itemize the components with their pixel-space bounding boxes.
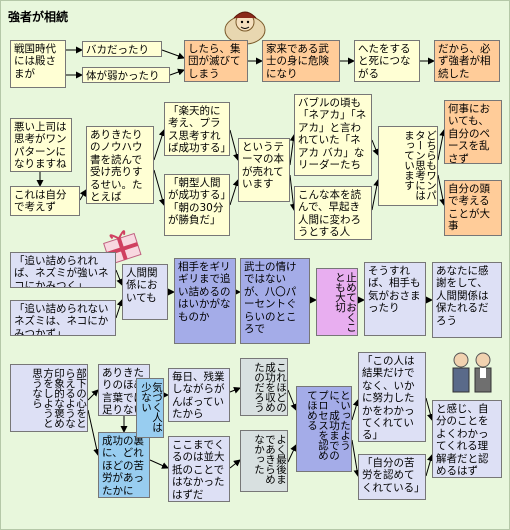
flow-arrow xyxy=(371,139,380,156)
r2-bubble-era: バブルの頃も「ネアカ」「ネアカ」と言われていた「ネアカ バカ」なリーダーたち xyxy=(294,94,372,176)
r3-eighty-percent: 武士の情けではないが、八〇パーセントぐらいのところで xyxy=(240,258,310,344)
r2-not-thinking: これは自分で考えず xyxy=(10,186,80,216)
r4-knows-effort: 「この人は結果だけでなく、いかに努力したかをわかってくれている」 xyxy=(358,352,426,442)
r4-impressive-praise: 部下の心をとらえるような印象的な褒め方をしようと思うなら xyxy=(10,364,88,432)
r2-bad-boss: 悪い上司は思考がワンパターンになりますね xyxy=(10,118,72,172)
flow-arrow xyxy=(425,454,434,477)
flow-arrow xyxy=(79,189,87,201)
flow-arrow xyxy=(115,269,124,286)
r4-recognizes-hardship: 「自分の苦労を認めてくれている」 xyxy=(358,454,426,500)
flow-arrow xyxy=(229,459,241,469)
flow-arrow xyxy=(351,439,361,477)
flow-arrow xyxy=(229,179,240,206)
flow-arrow xyxy=(169,68,185,76)
r3-dont-corner: 相手をギリギリまで追い詰めるのはいかがなものか xyxy=(174,258,236,344)
r4-understanding: と感じ、自分のことをよくわかってくれる理解者だと認めるはず xyxy=(432,400,502,478)
r3-gratitude: あなたに感謝をして、人間関係は保たれるだろう xyxy=(432,262,502,338)
samurai-figure xyxy=(224,11,266,45)
flow-arrow xyxy=(229,386,241,394)
flow-arrow xyxy=(161,49,185,60)
r3-relationships: 人間関係においても xyxy=(122,264,168,320)
r4-never-gave-up: よく最後まであきらめなかった xyxy=(240,430,288,492)
r2-early-risers: こんな本を読んで、早起き人間に変わろうとする人 xyxy=(294,186,372,240)
r1-strong-inherit: だから、必ず強者が相続した xyxy=(434,40,500,82)
flow-arrow xyxy=(371,179,381,211)
r1-group-perishes: したら、集団が滅びてしまう xyxy=(184,40,248,82)
r2-both-pattern: どちらもワンパターン思考にはまっています xyxy=(378,126,438,206)
r3-uncornered-mouse: 「追い詰められないネズミは、ネコにかみつかず」 xyxy=(10,300,116,336)
flow-arrow xyxy=(351,399,360,421)
r4-overtime: 毎日、残業しながらがんばっていたから xyxy=(168,368,230,422)
r2-theme-books: というテーマの本が売れています xyxy=(238,138,290,202)
flow-arrow xyxy=(229,129,240,161)
r3-calm-down: そうすれば、相手も気がおさまったり xyxy=(364,262,426,336)
r1-weak: 体が弱かったり xyxy=(82,67,170,83)
flow-arrow xyxy=(437,174,447,206)
r2-own-head: 自分の頭で考えることが大事 xyxy=(444,180,502,236)
r4-such-success: これほどの成功を収めたのだろう xyxy=(240,358,288,416)
r2-morning-type: 「朝型人間が成功する」「朝の30分が勝負だ」 xyxy=(164,174,230,236)
r4-hardships: 成功の裏に、どれほどの苦労があったかに xyxy=(98,432,150,498)
flow-arrow xyxy=(115,299,124,319)
r1-danger: 家来である武士の身に危険になり xyxy=(262,40,340,82)
flow-arrow xyxy=(149,459,169,469)
flow-arrow xyxy=(289,174,297,211)
flow-arrow xyxy=(87,389,99,401)
r1-sengoku-lords: 戦国時代には殿さまが xyxy=(10,40,66,88)
flow-arrow xyxy=(153,129,166,161)
flow-arrow xyxy=(425,397,434,421)
flow-arrow xyxy=(87,409,101,456)
flow-arrow xyxy=(287,389,298,411)
diagram-title: 強者が相続 xyxy=(8,10,69,24)
r3-cornered-mouse: 「追い詰められれば、ネズミが強いネコにかみつく」 xyxy=(10,252,116,288)
r4-few-notice: 気づく人は少ない xyxy=(136,378,164,438)
flow-arrow xyxy=(437,129,447,161)
r2-howto-books: ありきたりのノウハウ書を読んで受け売りするせい。たとえば xyxy=(86,126,154,204)
r4-not-ordinary: ここまでくるのは並大抵のことではなかったはずだ xyxy=(168,436,230,502)
r4-process-praise: といったように、成功までのプロセスを認めてほめる xyxy=(296,386,352,472)
flow-arrow xyxy=(287,444,297,463)
r3-stop: 止めておくことも大切 xyxy=(316,268,358,336)
flow-arrow xyxy=(153,169,166,206)
flow-arrow xyxy=(289,134,297,166)
r1-fools: バカだったり xyxy=(82,41,162,57)
r1-death: へたをすると死につながる xyxy=(354,40,420,82)
businessmen-figures xyxy=(452,352,492,393)
r2-own-pace: 何事においても、自分のペースを乱さず xyxy=(444,100,502,164)
r2-optimistic: 「楽天的に考え、プラス思考すれば成功する」 xyxy=(164,102,230,156)
